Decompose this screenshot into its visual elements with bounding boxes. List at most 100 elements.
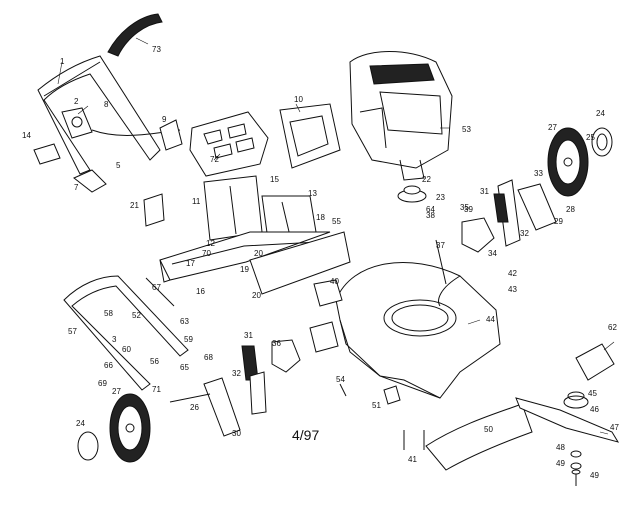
callout-16: 17 bbox=[186, 259, 195, 268]
height-adjuster-left bbox=[241, 321, 339, 415]
callout-63: 63 bbox=[180, 317, 189, 326]
callout-5: 5 bbox=[116, 161, 121, 170]
callout-53: 52 bbox=[132, 311, 141, 320]
callout-62: 62 bbox=[608, 323, 617, 332]
callout-43: 43 bbox=[508, 285, 517, 294]
callout-3: 3 bbox=[112, 335, 117, 344]
callout-36: 36 bbox=[272, 339, 281, 348]
callout-12: 13 bbox=[308, 189, 317, 198]
callout-58: 57 bbox=[68, 327, 77, 336]
callout-8: 9 bbox=[162, 115, 167, 124]
callout-60: 59 bbox=[184, 335, 193, 344]
callout-27: 27 bbox=[548, 123, 557, 132]
callout-7: 8 bbox=[104, 100, 109, 109]
callout-33: 33 bbox=[534, 169, 543, 178]
callout-11: 12 bbox=[206, 239, 215, 248]
callout-30: 30 bbox=[232, 429, 241, 438]
callout-34: 34 bbox=[488, 249, 497, 258]
callout-26: 26 bbox=[190, 403, 199, 412]
cover-plate bbox=[279, 103, 341, 169]
callout-27-front: 27 bbox=[112, 387, 121, 396]
callout-29: 29 bbox=[554, 217, 563, 226]
callout-31: 31 bbox=[480, 187, 489, 196]
callout-32-left: 32 bbox=[232, 369, 241, 378]
callout-9: 10 bbox=[294, 95, 303, 104]
callout-50: 49 bbox=[590, 471, 599, 480]
callout-61: 60 bbox=[122, 345, 131, 354]
deflector-frame bbox=[159, 231, 331, 283]
callout-20: 20 bbox=[252, 291, 261, 300]
callout-21: 21 bbox=[130, 201, 139, 210]
callout-49: 49 bbox=[556, 459, 565, 468]
callout-10: 11 bbox=[192, 197, 201, 206]
callout-17: 18 bbox=[316, 213, 325, 222]
callout-46: 46 bbox=[590, 405, 599, 414]
callout-48: 48 bbox=[556, 443, 565, 452]
callout-31-left: 31 bbox=[244, 331, 253, 340]
callout-32: 32 bbox=[520, 229, 529, 238]
blade bbox=[515, 397, 620, 443]
callout-18: 19 bbox=[240, 265, 249, 274]
callout-6: 7 bbox=[74, 183, 79, 192]
callout-44: 44 bbox=[486, 315, 495, 324]
callout-54: 53 bbox=[462, 125, 471, 134]
callout-71: 71 bbox=[152, 385, 161, 394]
callout-14: 15 bbox=[270, 175, 279, 184]
callout-68: 68 bbox=[204, 353, 213, 362]
height-adjuster-right bbox=[435, 179, 557, 285]
rear-door-assembly bbox=[203, 175, 317, 241]
side-plate bbox=[143, 193, 165, 227]
callout-41: 41 bbox=[408, 455, 417, 464]
callout-65: 65 bbox=[180, 363, 189, 372]
instruction-plate bbox=[189, 111, 269, 177]
callout-51: 50 bbox=[484, 425, 493, 434]
callout-15: 16 bbox=[196, 287, 205, 296]
callout-labels: 73 1 2 8 7 9 14 5 10 72 15 11 13 18 21 1… bbox=[22, 45, 619, 480]
leader-lines bbox=[57, 37, 615, 435]
callout-73: 73 bbox=[152, 45, 161, 54]
callout-1: 1 bbox=[60, 57, 65, 66]
callout-40: 40 bbox=[330, 277, 339, 286]
callout-69: 69 bbox=[98, 379, 107, 388]
callout-24: 24 bbox=[596, 109, 605, 118]
callout-66: 66 bbox=[104, 361, 113, 370]
blade-adapter bbox=[397, 185, 427, 203]
callout-19: 20 bbox=[254, 249, 263, 258]
callout-2: 2 bbox=[74, 97, 79, 106]
blade-hub bbox=[563, 343, 615, 409]
callout-22: 22 bbox=[422, 175, 431, 184]
callout-64: 64 bbox=[426, 205, 435, 214]
rear-wheel bbox=[547, 127, 613, 197]
callout-52: 51 bbox=[372, 401, 381, 410]
callout-57: 56 bbox=[150, 357, 159, 366]
callout-45: 45 bbox=[588, 389, 597, 398]
callout-13: 14 bbox=[22, 131, 31, 140]
lower-handle bbox=[63, 275, 189, 391]
callout-24-front: 24 bbox=[76, 419, 85, 428]
callout-37: 37 bbox=[436, 241, 445, 250]
handle-grip bbox=[107, 13, 163, 57]
front-wheel bbox=[77, 393, 151, 463]
callout-59: 58 bbox=[104, 309, 113, 318]
callout-47: 47 bbox=[610, 423, 619, 432]
wheel-bracket bbox=[169, 377, 241, 437]
callout-39: 39 bbox=[464, 205, 473, 214]
small-clip bbox=[383, 385, 401, 405]
deck-bolts bbox=[339, 383, 425, 450]
engine bbox=[349, 51, 453, 181]
upper-handle bbox=[37, 55, 161, 175]
link-rod bbox=[145, 277, 175, 307]
callout-70: 70 bbox=[202, 249, 211, 258]
callout-56: 55 bbox=[332, 217, 341, 226]
callout-72: 72 bbox=[210, 155, 219, 164]
callout-25: 25 bbox=[586, 133, 595, 142]
callout-67: 67 bbox=[152, 283, 161, 292]
grass-deflector bbox=[249, 231, 351, 295]
mower-deck bbox=[335, 262, 501, 399]
callout-35: 35 bbox=[460, 203, 469, 212]
baffle bbox=[425, 403, 533, 471]
deck-bracket bbox=[313, 279, 343, 307]
small-bracket bbox=[33, 143, 61, 165]
handle-bracket bbox=[159, 119, 183, 151]
